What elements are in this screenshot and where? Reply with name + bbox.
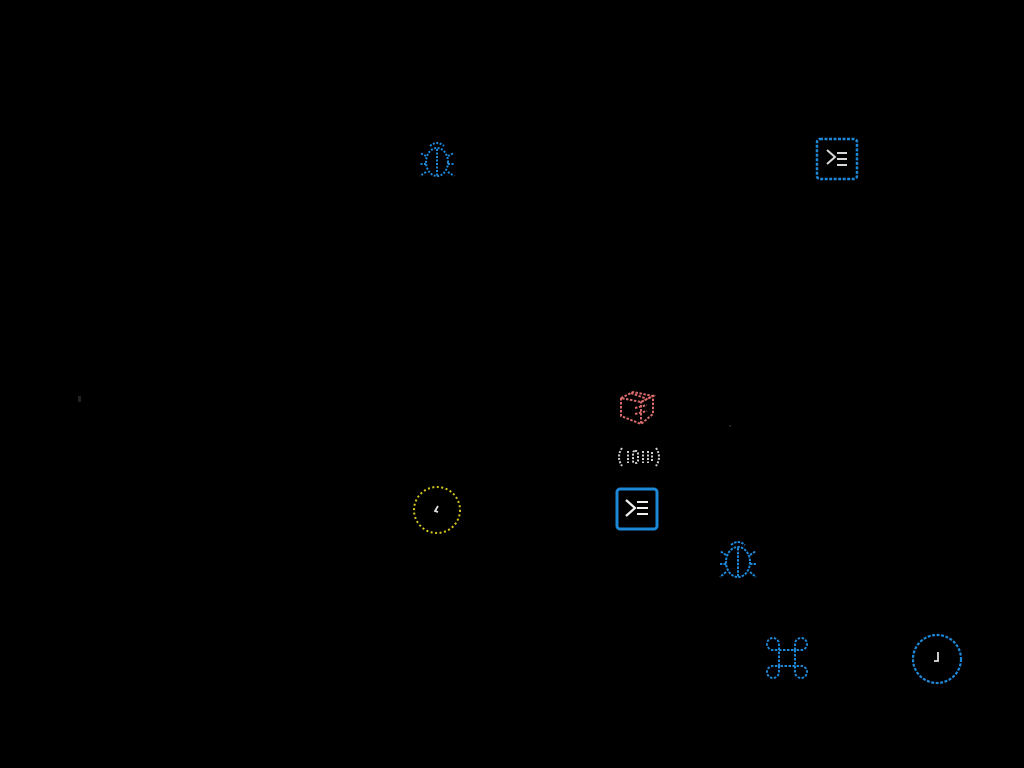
package-box-icon[interactable] [617,388,657,428]
clock-icon[interactable] [411,485,463,535]
clock-icon[interactable] [910,632,964,686]
bug-icon[interactable] [418,138,456,182]
terminal-icon[interactable] [815,137,859,181]
binary-code-icon[interactable] [614,438,664,476]
desktop-speck [729,425,731,427]
desktop-speck [78,396,81,402]
command-key-icon[interactable] [764,636,810,680]
terminal-icon[interactable] [615,487,659,531]
bug-icon[interactable] [718,537,758,583]
